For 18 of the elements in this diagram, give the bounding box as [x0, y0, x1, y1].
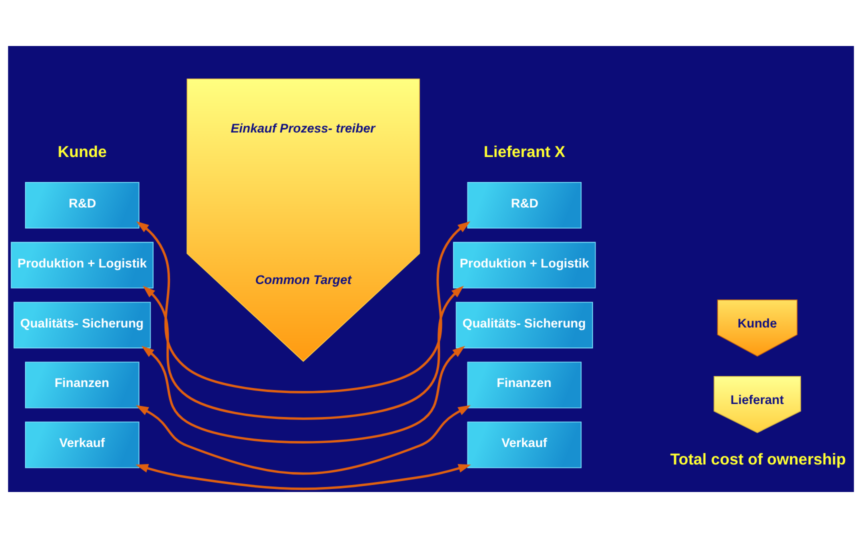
node-box: Verkauf [467, 421, 582, 468]
label: Kunde [58, 144, 107, 161]
node-box: Finanzen [25, 361, 140, 408]
arrow [142, 285, 464, 420]
node-box: Produktion + Logistik [10, 241, 154, 288]
arrow [136, 404, 471, 474]
node-box: Produktion + Logistik [453, 241, 596, 288]
node-box: Finanzen [467, 361, 582, 408]
node-box: Qualitäts- Sicherung [14, 301, 151, 348]
node-box: R&D [25, 181, 140, 228]
node-box: R&D [467, 181, 582, 228]
arrow [136, 464, 472, 490]
label: Lieferant X [484, 144, 566, 161]
arrow [142, 345, 466, 443]
node-box: Qualitäts- Sicherung [456, 301, 593, 348]
node-box: Verkauf [25, 421, 140, 468]
label: Total cost of ownership [670, 451, 846, 468]
arrow [136, 220, 470, 393]
